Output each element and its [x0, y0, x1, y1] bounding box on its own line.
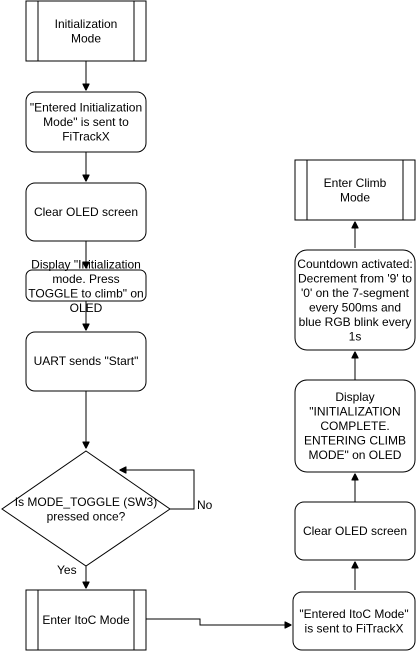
node-label-line: "INITIALIZATION — [309, 405, 400, 419]
node-entered-itoc: "Entered ItoC Mode"is sent to FiTrackX — [292, 591, 416, 651]
node-clear-oled-1: Clear OLED screen — [25, 182, 147, 242]
edge-decision-no-loop — [120, 470, 195, 510]
node-label-line: TOGGLE to climb" on — [28, 286, 143, 300]
node-label-line: "Entered Initialization — [30, 101, 142, 115]
node-label-line: blue RGB blink every — [299, 315, 412, 329]
node-label-line: mode. Press — [52, 272, 119, 286]
node-label: Clear OLED screen — [34, 205, 138, 219]
node-label-line: MODE" on OLED — [309, 448, 402, 462]
node-countdown: Countdown activated:Decrement from '9' t… — [294, 249, 416, 351]
node-label-line: COMPLETE. — [320, 419, 389, 433]
edge-label-yes: Yes — [57, 563, 77, 577]
node-label-line: Mode — [340, 190, 370, 204]
node-label-line: "Entered ItoC Mode" — [299, 607, 408, 621]
node-label: "Entered ItoC Mode"is sent to FiTrackX — [299, 607, 408, 636]
node-label: UART sends "Start" — [34, 354, 139, 368]
edges — [86, 61, 355, 625]
node-label: Is MODE_TOGGLE (SW3)pressed once? — [15, 495, 157, 524]
node-label-line: Display — [335, 390, 374, 404]
node-label-line: Clear OLED screen — [303, 524, 407, 538]
node-label-line: 1s — [349, 329, 362, 343]
node-label-line: Display "Initialization — [31, 257, 141, 271]
node-label-line: ENTERING CLIMB — [304, 434, 406, 448]
node-label-line: '0' on the 7-segment — [301, 286, 410, 300]
node-label: Enter ItoC Mode — [42, 613, 130, 627]
node-label-line: Enter Climb — [324, 176, 387, 190]
node-decision-mode-toggle: Is MODE_TOGGLE (SW3)pressed once? — [1, 450, 171, 567]
edge-itoc-to-entered-itoc — [146, 618, 291, 625]
node-label: Countdown activated:Decrement from '9' t… — [297, 257, 412, 344]
node-label-line: OLED — [70, 301, 103, 315]
node-clear-oled-2: Clear OLED screen — [294, 501, 416, 561]
node-label-line: Is MODE_TOGGLE (SW3) — [15, 495, 157, 509]
node-label-line: Initialization — [55, 17, 118, 31]
node-label-line: Decrement from '9' to — [298, 271, 412, 285]
node-label-line: Mode" is sent to — [43, 115, 129, 129]
node-uart-sends-start: UART sends "Start" — [25, 331, 147, 392]
node-enter-itoc-mode: Enter ItoC Mode — [25, 589, 147, 651]
node-label-line: pressed once? — [47, 509, 126, 523]
node-label-line: Mode — [71, 31, 101, 45]
node-label: Clear OLED screen — [303, 524, 407, 538]
node-label-line: every 500ms and — [309, 300, 401, 314]
node-label-line: FiTrackX — [62, 130, 110, 144]
node-label-line: Clear OLED screen — [34, 205, 138, 219]
node-label-line: UART sends "Start" — [34, 354, 139, 368]
edge-label-no: No — [197, 498, 213, 512]
node-label-line: Enter ItoC Mode — [42, 613, 130, 627]
node-label-line: Countdown activated: — [297, 257, 412, 271]
node-label-line: is sent to FiTrackX — [305, 621, 404, 635]
